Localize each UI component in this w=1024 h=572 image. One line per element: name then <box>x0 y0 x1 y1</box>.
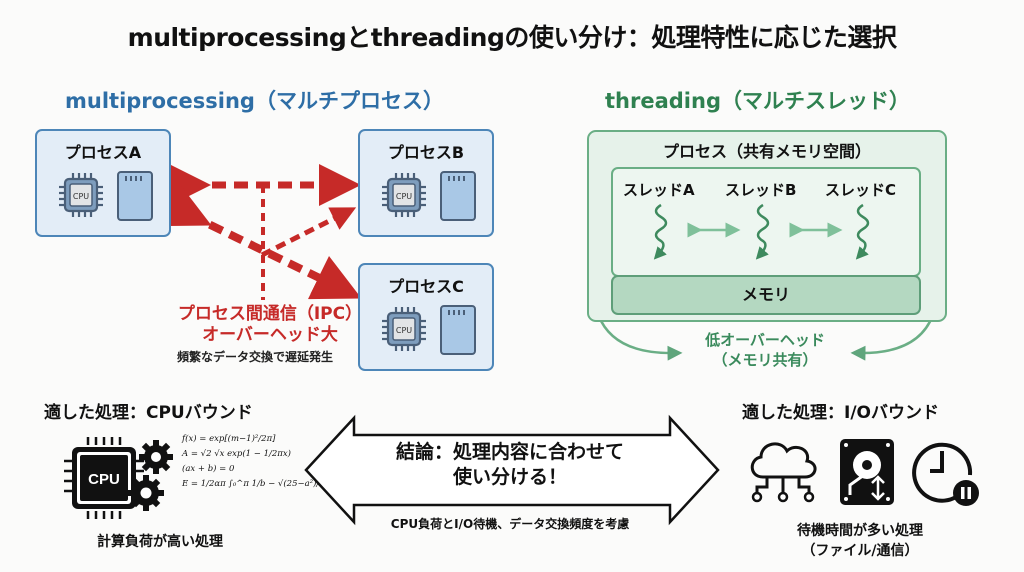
cpu-label: CPU <box>396 192 412 201</box>
low-overhead-line1: 低オーバーヘッド <box>705 331 825 349</box>
threading-heading: threading（マルチスレッド） <box>605 89 910 113</box>
arrow-to-b <box>260 207 357 258</box>
formula-4: E = 1/2απ ∫₀^π 1/b − √(25−a²)/d² <box>182 479 329 489</box>
cpu-chip-icon: CPU <box>59 173 103 217</box>
process-c-label: プロセスC <box>388 277 464 296</box>
conclusion-text: 結論：処理内容に合わせて 使い分ける！ <box>360 440 660 490</box>
thread-squiggles <box>653 203 870 260</box>
io-bound-caption: 待機時間が多い処理 （ファイル/通信） <box>760 521 960 561</box>
multiprocessing-heading: multiprocessing（マルチプロセス） <box>65 89 444 113</box>
cpu-chip-icon: CPU <box>382 307 426 351</box>
double-arrow-shape <box>304 414 720 526</box>
process-c: プロセスC CPU <box>358 263 494 371</box>
io-bound-caption-line2: （ファイル/通信） <box>801 543 919 559</box>
shared-process-label: プロセス（共有メモリ空間） <box>662 142 871 161</box>
conclusion-line1: 結論：処理内容に合わせて <box>395 441 624 463</box>
thread-c-label: スレッドC <box>825 181 897 199</box>
cpu-label: CPU <box>396 326 412 335</box>
cpu-bound-cpu-label: CPU <box>88 471 120 488</box>
cpu-bound-caption: 計算負荷が高い処理 <box>97 534 223 550</box>
formula-list: f(x) = exp[(m−1)²/2π] A = √2 √x exp(1 − … <box>182 432 328 492</box>
ipc-line1: プロセス間通信（IPC） <box>177 304 363 324</box>
cloud-network-icon <box>750 442 817 503</box>
thread-a-label: スレッドA <box>623 181 695 199</box>
conclusion-note: CPU負荷とI/O待機、データ交換頻度を考慮 <box>390 517 630 531</box>
ipc-label: プロセス間通信（IPC） オーバーヘッド大 <box>160 304 380 346</box>
arrow-a-c <box>157 182 362 300</box>
process-b-label: プロセスB <box>387 143 465 162</box>
formula-2: A = √2 √x exp(1 − 1/2πx) <box>182 449 291 459</box>
page-title: multiprocessingとthreadingの使い分け：処理特性に応じた選… <box>127 23 897 52</box>
conclusion-line2: 使い分ける！ <box>452 466 567 488</box>
clock-pause-icon <box>912 442 979 506</box>
low-overhead-line2: （メモリ共有） <box>712 351 818 369</box>
process-b: プロセスB CPU <box>358 129 494 237</box>
hard-drive-icon <box>840 439 894 505</box>
thread-b-icon <box>755 203 770 260</box>
cpu-label: CPU <box>73 192 89 201</box>
io-bound-heading: 適した処理：I/Oバウンド <box>742 403 939 423</box>
process-a-label: プロセスA <box>64 143 142 162</box>
formula-1: f(x) = exp[(m−1)²/2π] <box>182 434 276 444</box>
ipc-line2: オーバーヘッド大 <box>202 325 338 345</box>
ipc-note: 頻繁なデータ交換で遅延発生 <box>176 350 333 364</box>
low-overhead-label: 低オーバーヘッド （メモリ共有） <box>640 330 890 370</box>
shared-memory-bar: メモリ <box>611 275 921 315</box>
thread-b-label: スレッドB <box>725 181 797 199</box>
gear-icon <box>128 475 164 511</box>
cpu-chip-icon: CPU <box>382 173 426 217</box>
cpu-bound-heading: 適した処理：CPUバウンド <box>44 403 253 423</box>
thread-a-icon <box>653 203 668 260</box>
io-bound-caption-line1: 待機時間が多い処理 <box>797 523 923 539</box>
gear-icon <box>139 440 173 474</box>
process-a: プロセスA CPU <box>35 129 171 237</box>
memory-card-icon <box>440 171 476 221</box>
formula-3: (ax + b) = 0 <box>182 464 235 474</box>
memory-card-icon <box>440 305 476 355</box>
thread-c-icon <box>855 203 870 260</box>
cpu-gears-icon: CPU <box>64 437 173 519</box>
memory-card-icon <box>117 171 153 221</box>
